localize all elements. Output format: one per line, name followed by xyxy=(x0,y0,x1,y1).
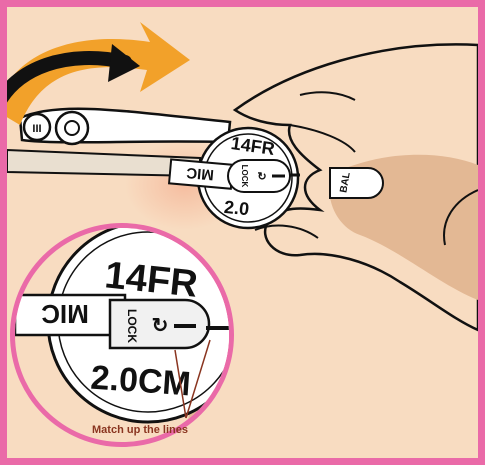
zoom-lock-label: LOCK xyxy=(125,309,139,343)
grip-label: III xyxy=(32,123,41,135)
top-port-left: MIC xyxy=(186,164,215,183)
top-lock-symbol: ↻ xyxy=(257,171,266,183)
top-depth-value: 2.0 xyxy=(223,197,250,220)
rotate-arrow-icon: ↻ xyxy=(152,315,169,337)
zoom-port-left: MIC xyxy=(41,299,89,329)
callout-text: Match up the lines xyxy=(92,424,188,436)
top-lock-label: LOCK xyxy=(240,165,249,188)
zoom-depth-value: 2.0CM xyxy=(89,359,192,404)
